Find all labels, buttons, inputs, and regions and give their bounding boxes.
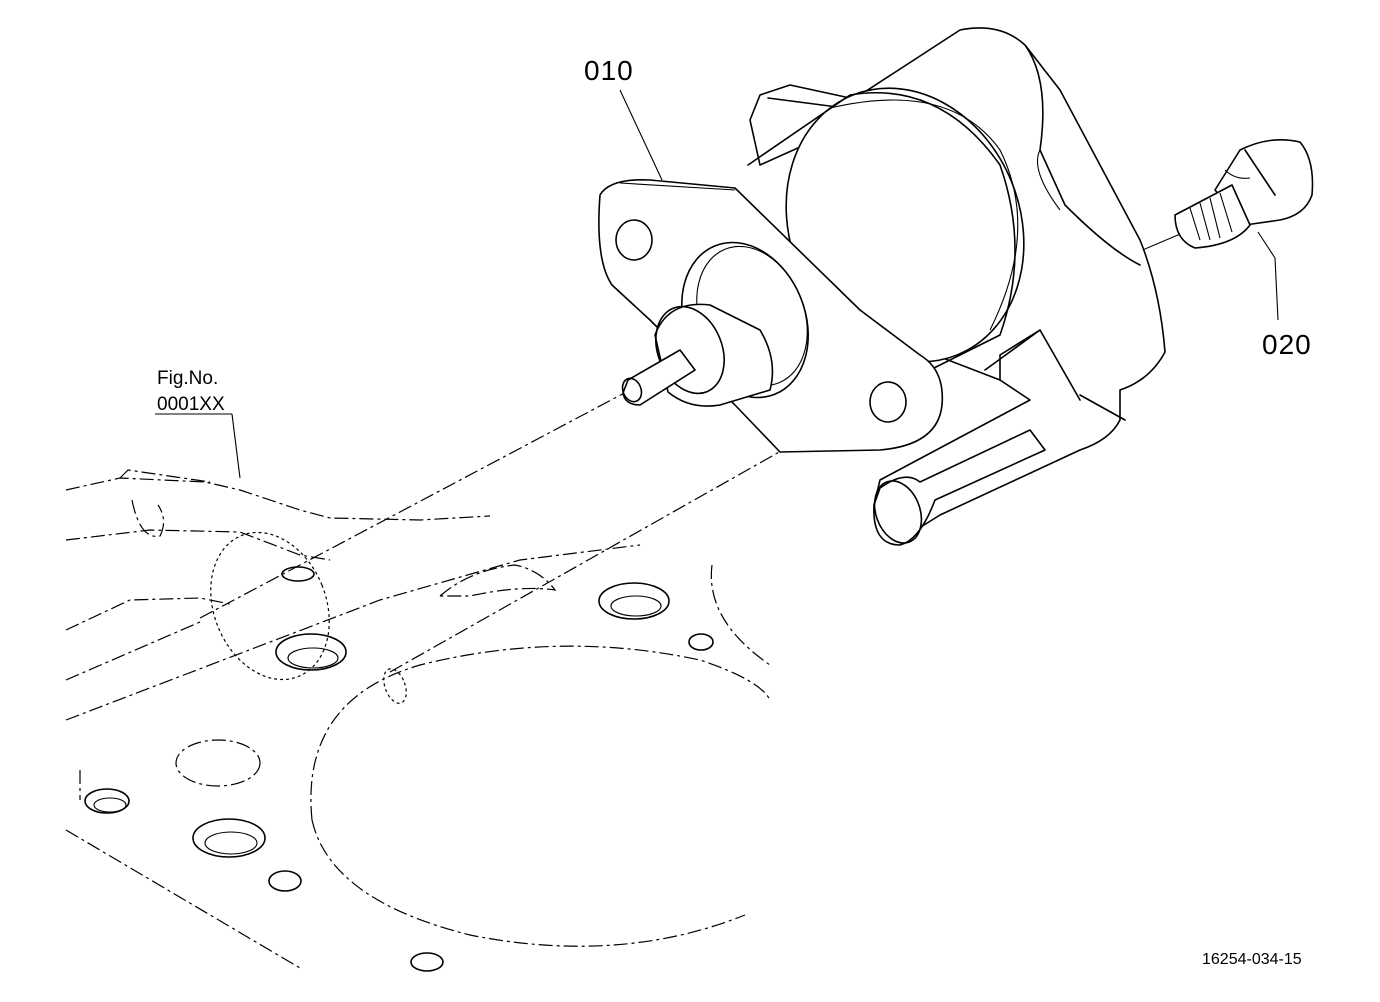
fig-ref-number: 0001XX bbox=[157, 394, 225, 415]
fig-ref-label: Fig.No. bbox=[157, 368, 218, 389]
callout-010: 010 bbox=[584, 55, 634, 86]
stop-solenoid-010 bbox=[598, 27, 1166, 546]
callout-020: 020 bbox=[1262, 329, 1312, 360]
bolt-020 bbox=[1174, 139, 1314, 249]
drawing-code: 16254-034-15 bbox=[1202, 951, 1302, 968]
leader-lines bbox=[155, 89, 1279, 479]
engine-block-phantom bbox=[65, 469, 771, 972]
